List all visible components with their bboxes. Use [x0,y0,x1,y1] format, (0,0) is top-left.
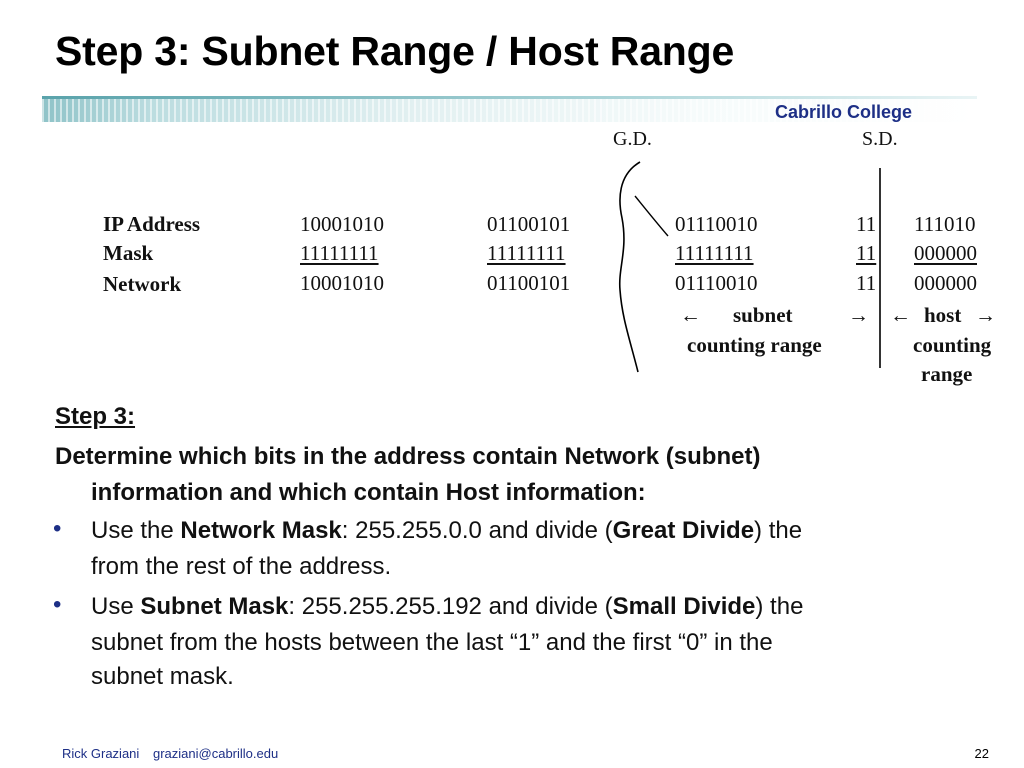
bullet-1-icon: • [53,515,62,542]
network-octet-1: 10001010 [300,271,384,295]
intro-line-1: Determine which bits in the address cont… [55,443,761,470]
ip-octet-3: 01110010 [675,212,758,236]
great-divide-label: G.D. [613,128,652,150]
ip-host-bits: 111010 [914,212,976,236]
bullet-2-line-3: subnet mask. [91,663,234,690]
ip-octet-2: 01100101 [487,212,571,236]
mask-subnet-bits: 11 [856,241,877,265]
network-host-bits: 000000 [914,271,977,295]
host-counting: counting [913,333,992,357]
host-right-arrow-icon: → [975,303,996,327]
great-divide-term: Great Divide [612,517,755,544]
subnet-right-arrow-icon: → [848,303,869,327]
network-subnet-bits: 11 [856,271,877,295]
intro-line-2: information and which contain Host infor… [91,479,646,506]
mask-octet-2: 11111111 [487,241,566,265]
subnet-counting-range: counting range [687,333,822,357]
small-divide-label: S.D. [862,128,898,150]
bullet-2-icon: • [53,591,62,618]
mask-octet-1: 11111111 [300,241,379,265]
row-label-ip-address: IP Address [103,212,201,236]
network-octet-2: 01100101 [487,271,571,295]
footer-email: graziani@cabrillo.edu [153,746,279,761]
slide-title: Step 3: Subnet Range / Host Range [55,28,735,74]
step-heading: Step 3: [55,403,136,430]
host-range: range [921,362,973,386]
page-number: 22 [974,746,989,761]
host-left-arrow-icon: ← [890,303,911,327]
row-label-network: Network [103,272,182,296]
bullet-1-line-1: Use the Network Mask: 255.255.0.0 and di… [91,517,803,544]
small-divide-term: Small Divide [612,593,756,620]
footer-author: Rick Graziani [62,746,140,761]
bullet-1-line-2: from the rest of the address. [91,553,392,580]
bullet-2-line-2: subnet from the hosts between the last “… [91,629,773,656]
network-octet-3: 01110010 [675,271,758,295]
subnet-left-arrow-icon: ← [680,303,701,327]
subnet-mask-term: Subnet Mask [140,593,289,620]
bracket-top [634,195,669,237]
ip-subnet-bits: 11 [856,212,877,236]
ip-octet-1: 10001010 [300,212,384,236]
network-mask-term: Network Mask [180,517,342,544]
great-divide-brace [618,161,641,373]
subnet-word: subnet [733,303,793,327]
mask-octet-3: 11111111 [675,241,754,265]
header-band [42,96,977,122]
host-word: host [924,303,962,327]
row-label-mask: Mask [103,241,154,265]
header-band-line [42,96,977,99]
bullet-2-line-1: Use Subnet Mask: 255.255.255.192 and div… [91,593,804,620]
cabrillo-college-logo: Cabrillo College [775,102,913,122]
mask-host-bits: 000000 [914,241,977,265]
